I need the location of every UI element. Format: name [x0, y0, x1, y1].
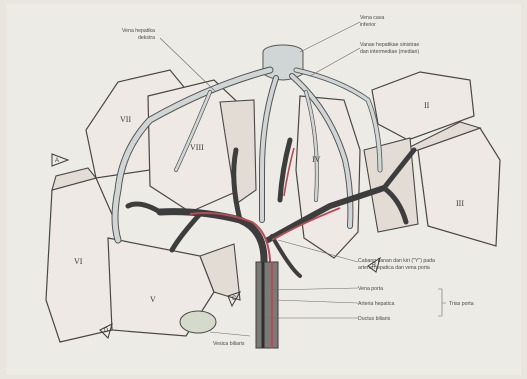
label-artery-portal-branches: Cabang kanan dan kiri ("Y") pada arteria…: [358, 258, 436, 271]
label-hepatic-artery: Arteria hepatica: [358, 301, 394, 307]
label-portal-vein: Vena porta: [358, 286, 383, 292]
segment-label-ii: II: [424, 101, 430, 110]
segment-label-v: V: [150, 295, 156, 304]
segment-label-vi: VI: [74, 257, 83, 266]
svg-text:A: A: [55, 158, 59, 164]
segment-label-viii: VIII: [190, 143, 204, 152]
gallbladder: [180, 311, 216, 333]
svg-text:D: D: [104, 328, 109, 334]
ivc-trunk: [263, 52, 303, 80]
segment-label-iii: III: [456, 199, 464, 208]
portal-triad-trunk: [256, 262, 278, 348]
label-bile-duct: Ductus biliaris: [358, 316, 391, 322]
label-hepatic-veins-left-mid: Vanae hepatikae sinistrae dan intermedia…: [360, 42, 421, 55]
svg-text:C: C: [232, 296, 237, 302]
segment-label-iv: IV: [312, 155, 321, 164]
label-gallbladder: Vesica biliaris: [213, 341, 245, 347]
segment-label-vii: VII: [120, 115, 131, 124]
label-portal-triad: Trias porta: [449, 301, 474, 307]
